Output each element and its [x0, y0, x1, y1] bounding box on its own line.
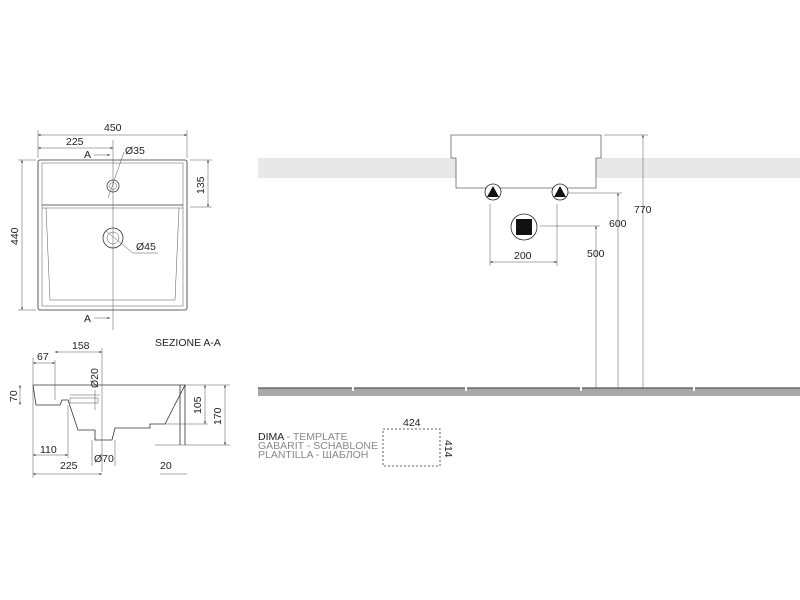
template-label-bold: DIMA: [258, 431, 284, 443]
dim-67: 67: [37, 351, 49, 363]
dim-200: 200: [514, 250, 532, 262]
section-marker-a-bottom: A: [84, 313, 91, 325]
overflow-hole: [106, 179, 120, 193]
section-view: SEZIONE A-A 158 67 Ø20 70 105 170 110 22…: [8, 337, 230, 478]
template-outline: [382, 428, 441, 467]
drain-outlet: [510, 213, 538, 241]
template-height: 414: [442, 440, 454, 458]
dim-110: 110: [40, 444, 57, 456]
dim-770: 770: [634, 204, 652, 216]
dim-135: 135: [195, 176, 207, 194]
dim-600: 600: [609, 218, 627, 230]
dim-diameter-20: Ø20: [89, 368, 101, 388]
square-icon: [516, 219, 532, 235]
basin-outline: [37, 159, 188, 311]
water-inlet-right: [551, 183, 569, 201]
dim-170: 170: [212, 407, 224, 425]
dim-440: 440: [9, 227, 21, 245]
triangle-icon: [554, 186, 566, 197]
template-label-line3: PLANTILLA - ШАБЛОН: [258, 449, 368, 461]
dim-158: 158: [72, 340, 90, 352]
section-title: SEZIONE A-A: [155, 337, 221, 349]
template-legend: DIMA - TEMPLATE GABARIT - SCHABLONE PLAN…: [258, 417, 454, 467]
basin-elevation: [450, 134, 602, 189]
installation-view: 200 500 600 770: [258, 134, 800, 396]
water-inlet-left: [484, 183, 502, 201]
section-marker-a-top: A: [84, 149, 91, 161]
template-width: 424: [403, 417, 421, 429]
dim-105: 105: [192, 396, 204, 414]
dim-225: 225: [66, 136, 84, 148]
template-label-rest: - TEMPLATE: [284, 431, 348, 443]
dim-drain-diameter: Ø45: [136, 241, 156, 253]
dim-450: 450: [104, 122, 122, 134]
top-view: 450 225 A Ø35 Ø45 135 440 A: [9, 122, 212, 330]
basin-section: [32, 384, 186, 441]
triangle-icon: [487, 186, 499, 197]
dim-225-section: 225: [60, 460, 78, 472]
floor: [258, 388, 800, 396]
dim-diameter-70: Ø70: [94, 453, 114, 465]
dim-70: 70: [8, 390, 20, 402]
template-label-line2: GABARIT - SCHABLONE: [258, 440, 378, 452]
dim-20: 20: [160, 460, 172, 472]
dim-500: 500: [587, 248, 605, 260]
drain-hole: [102, 227, 124, 249]
dim-overflow-diameter: Ø35: [125, 145, 145, 157]
svg-text:DIMA - TEMPLATE: DIMA - TEMPLATE: [258, 431, 347, 443]
